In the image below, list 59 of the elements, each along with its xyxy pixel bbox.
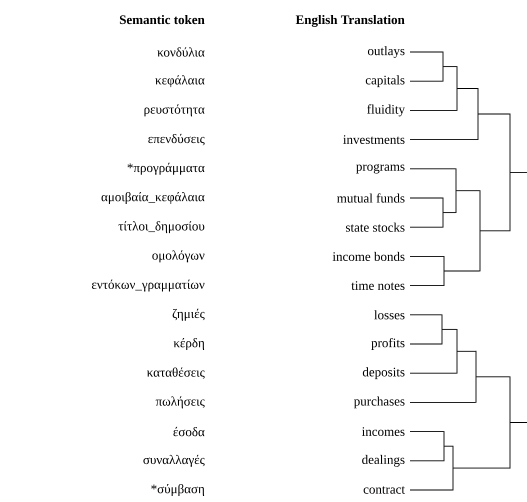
token-text: αμοιβαία_κεφάλαια [102,192,205,204]
dendrogram-branch [453,468,510,469]
translation-text: time notes [351,281,405,290]
token-text: έσοδα [173,426,205,436]
translation-text: losses [374,310,405,320]
dendrogram-branch [410,110,457,111]
translation-text: outlays [368,46,405,58]
token-text: *σύμβαση [151,484,204,496]
token-text: επενδύσεις [148,134,205,146]
dendrogram-branch [510,422,527,423]
token-text: εντόκων_γραμματίων [92,280,204,292]
dendrogram-branch [410,256,444,257]
translation-text: mutual funds [337,193,405,203]
token-text: *προγράμματα [128,162,205,175]
translation-text: state stocks [346,222,405,232]
dendrogram-branch [410,314,442,316]
token-text: συναλλαγές [143,454,205,467]
dendrogram-branch [410,80,443,82]
dendrogram-branch [410,431,444,432]
dendrogram-branch [444,446,453,447]
translation-text: purchases [354,396,405,408]
token-text: καταθέσεις [146,367,205,379]
token-text: πωλήσεις [156,396,205,408]
token-text: κέρδη [174,338,204,350]
dendrogram-branch [410,168,456,170]
token-text: ζημιές [172,308,205,321]
translation-text: investments [343,135,405,144]
dendrogram-branch [457,350,476,352]
dendrogram-branch [410,460,444,462]
translation-text: incomes [362,427,405,436]
translation-text: deposits [362,367,405,380]
dendrogram-branch [443,66,457,68]
dendrogram-branch [410,402,476,403]
dendrogram-branch [456,190,480,192]
translation-text: capitals [366,75,405,88]
dendrogram-branch [442,328,457,330]
token-text: ρευστότητα [144,104,205,116]
dendrogram-branch [510,172,527,173]
dendrogram-branch [410,372,457,374]
dendrogram-branch [480,230,510,232]
dendrogram-branch [476,376,510,378]
dendrogram-branch [444,270,480,272]
dendrogram-branch [443,212,456,214]
dendrogram-branch [410,226,443,228]
token-text: κονδύλια [157,47,205,57]
column-header: English Translation [296,14,405,27]
translation-text: dealings [362,454,405,467]
translation-text: income bonds [332,252,405,261]
dendrogram-branch [410,285,444,286]
token-text: ομολόγων [152,250,204,262]
column-header: Semantic token [120,14,205,24]
translation-text: fluidity [367,104,405,116]
token-text: τίτλοι_δημοσίου [118,221,204,234]
translation-text: profits [371,338,405,350]
translation-text: programs [356,164,405,174]
translation-text: contract [364,486,405,494]
dendrogram-branch [457,88,478,89]
dendrogram-branch [410,139,478,140]
token-text: κεφάλαια [155,75,205,88]
